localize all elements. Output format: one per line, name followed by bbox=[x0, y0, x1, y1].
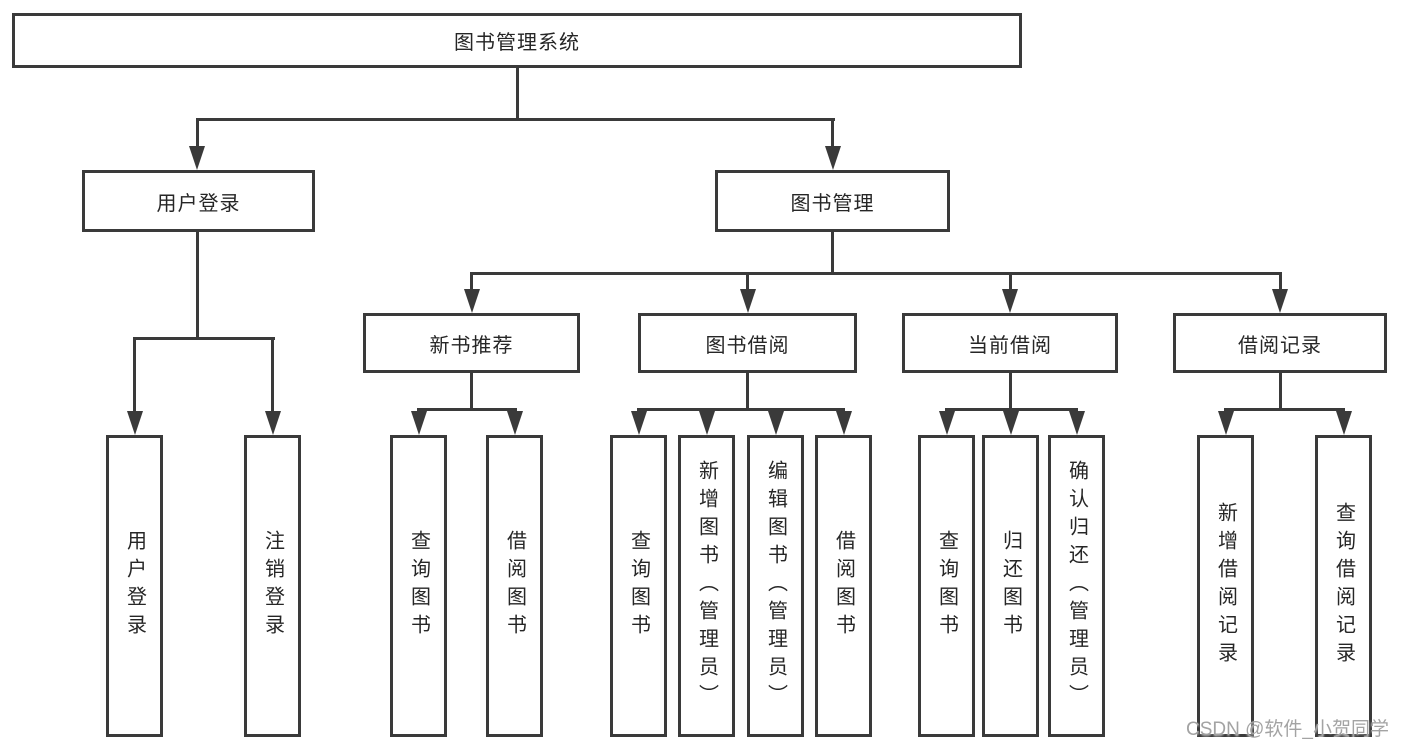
csdn-watermark: CSDN @软件_小贺同学 bbox=[1186, 719, 1389, 740]
arrow-down-icon bbox=[1272, 289, 1288, 313]
arrow-down-icon bbox=[739, 289, 756, 313]
connector-borrowing-records-stem bbox=[1278, 373, 1282, 411]
leaf-query-books-recommend-label: 查询图书 bbox=[407, 530, 430, 642]
connector-book-management-stem bbox=[831, 232, 834, 275]
node-book-borrowing: 图书借阅 bbox=[638, 313, 857, 373]
connector-root-stem bbox=[515, 66, 519, 118]
arrow-down-icon bbox=[410, 411, 427, 435]
node-user-login: 用户登录 bbox=[82, 170, 315, 232]
node-book-borrowing-label: 图书借阅 bbox=[705, 334, 790, 357]
node-library-management-system: 图书管理系统 bbox=[12, 13, 1022, 68]
leaf-query-books-borrowing-label: 查询图书 bbox=[627, 530, 650, 642]
arrow-down-icon bbox=[630, 411, 647, 435]
node-book-management-label: 图书管理 bbox=[790, 192, 875, 215]
connector-new-book-shaft bbox=[470, 272, 473, 293]
arrow-down-icon bbox=[835, 411, 852, 435]
leaf-borrow-books: 借阅图书 bbox=[815, 435, 872, 737]
leaf-return-books-label: 归还图书 bbox=[999, 530, 1022, 642]
connector-current-borrowing-stem bbox=[1008, 373, 1012, 411]
leaf-query-books-current: 查询图书 bbox=[918, 435, 975, 737]
leaf-add-borrow-record: 新增借阅记录 bbox=[1197, 435, 1254, 737]
connector-user-login-stem bbox=[195, 232, 199, 340]
leaf-logout-label: 注销登录 bbox=[261, 530, 284, 642]
connector-book-borrowing-shaft bbox=[746, 272, 749, 293]
leaf-query-books-borrowing: 查询图书 bbox=[610, 435, 667, 737]
leaf-confirm-return-admin-label: 确认归还（管理员） bbox=[1065, 460, 1088, 712]
leaf-query-borrow-record: 查询借阅记录 bbox=[1315, 435, 1372, 737]
arrow-down-icon bbox=[1002, 411, 1019, 435]
leaf-borrow-books-recommend-label: 借阅图书 bbox=[503, 530, 526, 642]
node-borrowing-records: 借阅记录 bbox=[1173, 313, 1387, 373]
leaf-add-books-admin-label: 新增图书（管理员） bbox=[695, 460, 718, 712]
node-library-management-system-label: 图书管理系统 bbox=[454, 32, 580, 54]
connector-leaf-user-login-shaft bbox=[133, 337, 136, 415]
node-current-borrowing: 当前借阅 bbox=[902, 313, 1118, 373]
leaf-user-login: 用户登录 bbox=[106, 435, 163, 737]
leaf-query-books-recommend: 查询图书 bbox=[390, 435, 447, 737]
leaf-query-books-current-label: 查询图书 bbox=[935, 530, 958, 642]
arrow-down-icon bbox=[767, 411, 784, 435]
arrow-down-icon bbox=[938, 411, 955, 435]
connector-user-login-shaft bbox=[195, 118, 199, 150]
arrow-down-icon bbox=[698, 411, 715, 435]
leaf-add-books-admin: 新增图书（管理员） bbox=[678, 435, 735, 737]
connector-current-borrowing-crossbar bbox=[945, 408, 1078, 411]
arrow-down-icon bbox=[1335, 411, 1352, 435]
arrow-down-icon bbox=[506, 411, 523, 435]
connector-new-book-crossbar bbox=[417, 408, 517, 411]
arrow-down-icon bbox=[126, 411, 143, 435]
leaf-query-borrow-record-label: 查询借阅记录 bbox=[1332, 502, 1355, 670]
leaf-borrow-books-label: 借阅图书 bbox=[832, 530, 855, 642]
connector-root-crossbar bbox=[195, 118, 835, 121]
node-new-book-recommendation-label: 新书推荐 bbox=[429, 334, 514, 357]
connector-current-borrowing-shaft bbox=[1008, 272, 1012, 293]
leaf-return-books: 归还图书 bbox=[982, 435, 1039, 737]
connector-new-book-stem bbox=[470, 373, 473, 411]
connector-book-management-shaft bbox=[831, 118, 834, 150]
leaf-borrow-books-recommend: 借阅图书 bbox=[486, 435, 543, 737]
connector-user-login-crossbar bbox=[133, 337, 275, 340]
leaf-confirm-return-admin: 确认归还（管理员） bbox=[1048, 435, 1105, 737]
arrow-down-icon bbox=[1217, 411, 1234, 435]
node-book-management: 图书管理 bbox=[715, 170, 950, 232]
arrow-down-icon bbox=[264, 411, 281, 435]
leaf-logout: 注销登录 bbox=[244, 435, 301, 737]
arrow-down-icon bbox=[824, 146, 841, 170]
arrow-down-icon bbox=[1002, 289, 1018, 313]
connector-borrowing-records-shaft bbox=[1278, 272, 1282, 293]
leaf-edit-books-admin-label: 编辑图书（管理员） bbox=[764, 460, 787, 712]
leaf-edit-books-admin: 编辑图书（管理员） bbox=[747, 435, 804, 737]
node-user-login-label: 用户登录 bbox=[156, 192, 241, 215]
connector-book-management-crossbar bbox=[470, 272, 1282, 275]
leaf-user-login-label: 用户登录 bbox=[123, 530, 146, 642]
node-borrowing-records-label: 借阅记录 bbox=[1238, 334, 1322, 357]
connector-book-borrowing-stem bbox=[746, 373, 749, 411]
arrow-down-icon bbox=[189, 146, 205, 170]
connector-borrowing-records-crossbar bbox=[1224, 408, 1345, 411]
arrow-down-icon bbox=[463, 289, 480, 313]
node-new-book-recommendation: 新书推荐 bbox=[363, 313, 580, 373]
node-current-borrowing-label: 当前借阅 bbox=[968, 334, 1052, 357]
leaf-add-borrow-record-label: 新增借阅记录 bbox=[1214, 502, 1237, 670]
arrow-down-icon bbox=[1068, 411, 1085, 435]
connector-leaf-logout-shaft bbox=[271, 337, 274, 415]
connector-book-borrowing-crossbar bbox=[637, 408, 845, 411]
